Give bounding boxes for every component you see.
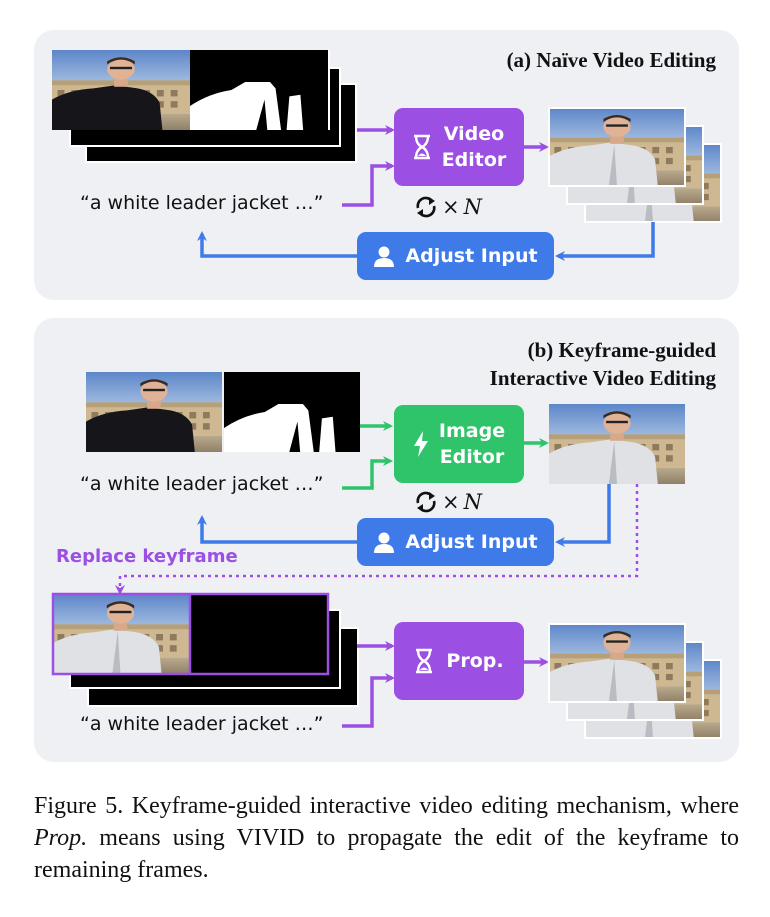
panel-a-title: (a) Naïve Video Editing <box>506 48 716 72</box>
caption-suffix: means using VIVID to propagate the edit … <box>34 825 739 883</box>
arrow-keyframe-to-adjust <box>555 484 611 547</box>
adjust-input-label-a: Adjust Input <box>405 245 538 267</box>
panel-b-title: (b) Keyframe-guided Interactive Video Ed… <box>490 336 716 392</box>
figure-caption: Figure 5. Keyframe-guided interactive vi… <box>34 790 739 886</box>
input-frame-stack-a <box>52 50 357 163</box>
loop-var: N <box>463 195 482 219</box>
image-editor-line2: Editor <box>439 446 505 468</box>
video-editor-line2: Editor <box>441 149 507 171</box>
adjust-input-label-b: Adjust Input <box>405 531 538 553</box>
text-prompt-c: “a white leader jacket …” <box>80 713 324 735</box>
loop-var: N <box>463 490 482 514</box>
prop-label: Prop. <box>446 650 504 672</box>
loop-icon <box>416 196 436 218</box>
hourglass-icon <box>416 648 433 674</box>
video-editor-label: Video Editor <box>442 121 507 173</box>
loop-n-a: ×N <box>414 195 482 219</box>
output-frame-stack-b <box>548 623 722 739</box>
replaced-frame-stack <box>51 592 359 707</box>
image-editor-line1: Image <box>438 420 506 442</box>
caption-emphasis: Prop. <box>34 825 88 851</box>
panel-b-title-line1: (b) Keyframe-guided <box>527 338 716 362</box>
loop-icon <box>416 491 436 513</box>
edited-keyframe-b <box>549 404 685 484</box>
output-frame-stack-a <box>548 107 722 223</box>
user-icon <box>373 531 395 553</box>
arrow-prompt-to-editor <box>342 161 395 207</box>
arrow-prompt-to-prop <box>342 673 395 728</box>
adjust-input-box-b: Adjust Input <box>357 518 554 566</box>
caption-prefix: Figure 5. Keyframe-guided interactive vi… <box>34 793 739 819</box>
lightning-icon <box>413 431 428 457</box>
video-frame-original <box>52 50 190 130</box>
keyframe-mask <box>224 372 360 452</box>
video-editor-box: Video Editor <box>394 108 524 186</box>
hourglass-icon <box>413 134 430 160</box>
edited-video-frame <box>549 108 685 186</box>
user-icon <box>373 245 395 267</box>
arrow-prompt-to-image-editor <box>342 456 393 490</box>
video-editor-line1: Video <box>443 123 505 145</box>
adjust-input-box-a: Adjust Input <box>357 232 554 280</box>
prop-box: Prop. <box>394 622 524 700</box>
replaced-keyframe <box>52 594 189 674</box>
video-frame-mask <box>190 50 328 130</box>
image-editor-box: Image Editor <box>394 405 524 483</box>
arrow-output-to-adjust <box>555 222 655 261</box>
image-editor-label: Image Editor <box>439 418 505 470</box>
input-frames-b <box>86 372 360 452</box>
loop-n-b: ×N <box>414 490 482 514</box>
panel-b-title-line2: Interactive Video Editing <box>489 366 716 390</box>
text-prompt-b: “a white leader jacket …” <box>80 473 324 495</box>
text-prompt-a: “a white leader jacket …” <box>80 192 324 214</box>
arrow-adjust-to-prompt <box>197 231 357 258</box>
loop-times: × <box>442 490 460 514</box>
arrow-adjust-to-prompt-b <box>197 515 357 544</box>
keyframe-original <box>86 372 222 452</box>
loop-times: × <box>442 195 460 219</box>
arrow-replace-keyframe <box>115 484 639 595</box>
replace-keyframe-label: Replace keyframe <box>56 546 238 567</box>
